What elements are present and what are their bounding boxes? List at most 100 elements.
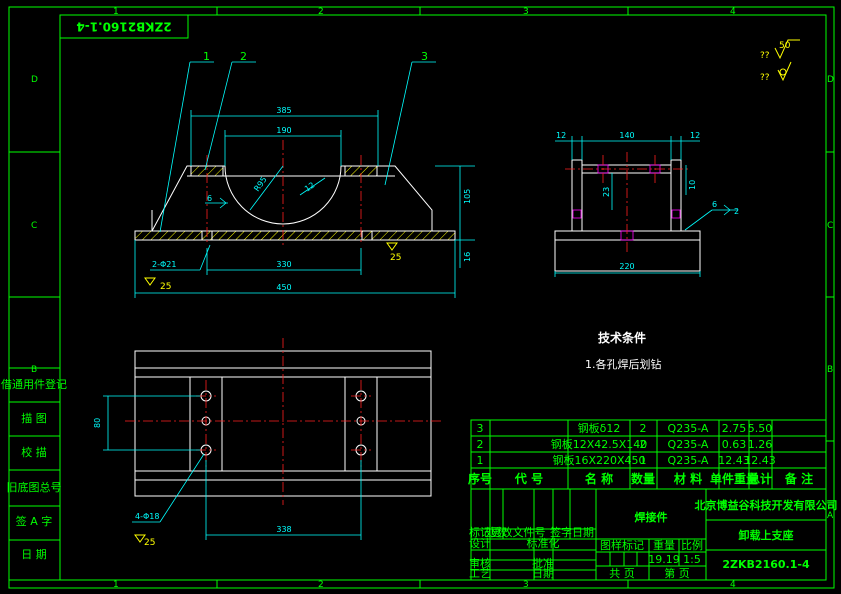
bom-row-3-name: 钢板16X220X450: [552, 453, 645, 467]
title-part-name: 卸载上支座: [739, 528, 794, 542]
side-dim-right: 12: [690, 131, 700, 140]
bom-row-3-no: 1: [477, 454, 484, 467]
dim-overall-top: 385: [276, 106, 291, 115]
sign-label-mark: 标记: [469, 525, 491, 539]
dim-holes: 2-Φ21: [152, 260, 176, 269]
dim-height-total: 105: [463, 189, 472, 204]
plan-roughness: 25: [144, 538, 155, 548]
bom-row-3-material: Q235-A: [668, 454, 709, 467]
side-dim-middle: 140: [619, 131, 634, 140]
left-strip-label-4: 旧底图总号: [7, 480, 62, 494]
col-marker-4-top: 4: [730, 7, 736, 17]
left-strip-label-3: 校 描: [21, 445, 47, 459]
side-weld-size: 6: [712, 200, 717, 209]
title-scale: 1:5: [683, 553, 701, 566]
title-stage-label: 图样标记: [600, 538, 644, 552]
bom-header-unit: 单件重量: [710, 471, 758, 486]
col-marker-2-bottom: 2: [318, 580, 324, 590]
role-label-process: 工艺: [469, 567, 491, 580]
row-marker-c-left: C: [31, 221, 37, 231]
col-marker-3-top: 3: [523, 7, 529, 17]
roughness-symbols: [774, 39, 800, 82]
left-strip-label-1: 借通用件登记: [1, 377, 67, 391]
title-sheet-no: 第 页: [664, 566, 690, 580]
left-strip-label-2: 描 图: [21, 411, 47, 425]
title-stamp: 2ZKB2160.1-4: [59, 14, 189, 39]
role-label-date: 日期: [532, 567, 554, 580]
sign-label-sign: 签字: [550, 525, 572, 539]
bom-row-2-material: Q235-A: [668, 438, 709, 451]
sign-label-file: 更改文件号: [491, 525, 546, 539]
side-weld-count: 2: [734, 207, 739, 216]
title-sheet-count: 共 页: [609, 567, 635, 580]
title-weight: 19.19: [648, 553, 680, 566]
dim-span: 330: [276, 260, 291, 269]
plan-dim-spacing: 338: [276, 525, 291, 534]
side-view: [554, 136, 738, 277]
plan-dim-holes: 4-Φ18: [135, 512, 159, 521]
side-dim-width: 220: [619, 262, 634, 271]
col-marker-1-top: 1: [113, 7, 119, 17]
bom-header-qty: 数量: [631, 471, 655, 486]
role-label-approve: 批准: [532, 556, 554, 570]
side-dim-height: 10: [688, 180, 697, 190]
side-dim-hole-gap: 23: [602, 187, 611, 197]
title-drawing-no: 2ZKB2160.1-4: [722, 558, 810, 571]
bom-row-3-unit: 12.43: [718, 454, 750, 467]
part-label-2: 2: [240, 50, 247, 63]
role-label-review: 审核: [469, 556, 491, 570]
bom-header-no: 序号: [468, 471, 492, 486]
title-drawing-kind: 焊接件: [635, 510, 668, 524]
row-marker-a-right: A: [827, 511, 834, 521]
bom-row-2-name: 钢板12X42.5X140: [551, 437, 648, 451]
notes-title: 技术条件: [598, 330, 646, 345]
bom-row-1-material: Q235-A: [668, 422, 709, 435]
side-dim-left: 12: [556, 131, 566, 140]
row-marker-c-right: C: [827, 221, 833, 231]
plan-dim-width: 80: [93, 418, 102, 428]
bom-row-3-qty: 1: [640, 454, 647, 467]
role-label-standard: 标准化: [527, 536, 560, 550]
left-strip: [8, 367, 61, 581]
dim-radius: R95: [252, 175, 268, 193]
dim-base-thk: 16: [463, 252, 472, 262]
col-marker-3-bottom: 3: [523, 580, 529, 590]
left-strip-label-5: 签 A 字: [16, 514, 53, 528]
roughness-front-2: 25: [390, 253, 401, 263]
bom-header-name: 名 称: [585, 471, 613, 486]
plan-view: [103, 338, 441, 543]
title-company: 北京博益谷科技开发有限公司: [695, 498, 838, 512]
bom-header-remark: 备 注: [784, 471, 813, 486]
left-strip-label-6: 日 期: [21, 548, 47, 561]
col-marker-2-top: 2: [318, 7, 324, 17]
bom-row-1-unit: 2.75: [722, 422, 747, 435]
sheet-frame: [8, 6, 835, 589]
row-marker-d-left: D: [31, 75, 38, 85]
title-scale-label: 比例: [681, 538, 703, 552]
dim-length: 450: [276, 283, 291, 292]
front-view: [134, 61, 475, 298]
bom-row-1-qty: 2: [640, 422, 647, 435]
roughness-label-2: ??: [760, 73, 770, 83]
bom-row-2-total: 1.26: [748, 438, 773, 451]
part-label-3: 3: [421, 50, 428, 63]
title-stamp-text: 2ZKB2160.1-4: [76, 20, 171, 34]
bom-header-total: 总计: [748, 471, 772, 486]
notes-item-1: 1.各孔焊后划钻: [585, 357, 662, 371]
bom-row-3-total: 12.43: [744, 454, 776, 467]
title-block: [470, 488, 827, 581]
sign-label-date: 日期: [572, 526, 594, 539]
dim-inner-top: 190: [276, 126, 291, 135]
title-weight-label: 重量: [653, 538, 675, 552]
row-marker-b-left: B: [31, 365, 37, 375]
row-marker-d-right: D: [827, 75, 834, 85]
weld-size-front: 6: [207, 194, 212, 203]
bom-row-1-total: 5.50: [748, 422, 773, 435]
col-marker-4-bottom: 4: [730, 580, 736, 590]
sign-label-count: 处数: [485, 526, 507, 539]
role-label-design: 设计: [469, 537, 491, 550]
bom-row-2-qty: 2: [640, 438, 647, 451]
col-marker-1-bottom: 1: [113, 580, 119, 590]
bom-row-1-no: 3: [477, 422, 484, 435]
